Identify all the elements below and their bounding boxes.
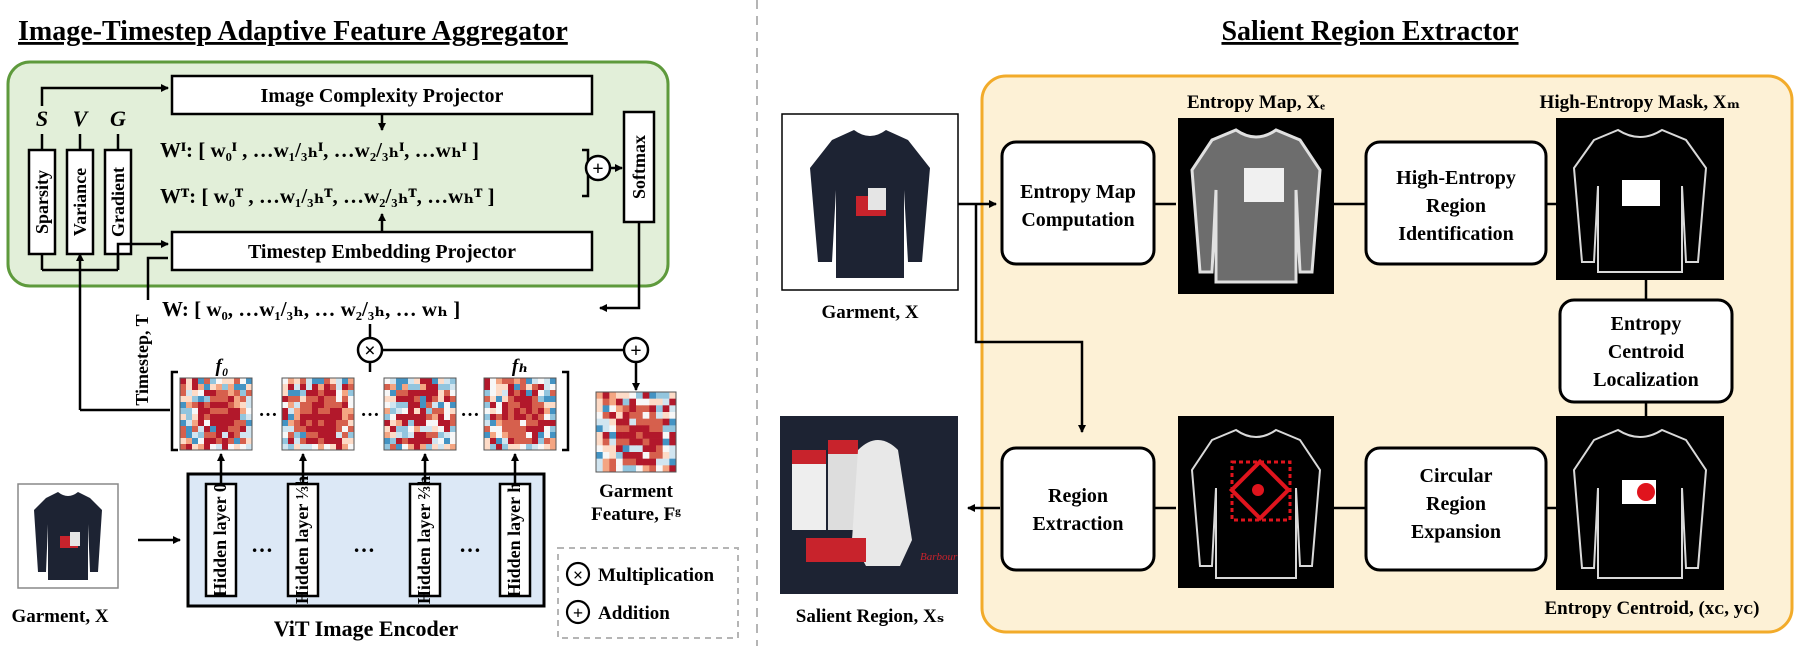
gradient-label: Gradient [108, 167, 128, 237]
svg-text:Identification: Identification [1398, 223, 1514, 245]
garment-feature-label-line2: Feature, Fᵍ [591, 504, 681, 525]
weights-image-row: Wᴵ: [ w₀ᴵ , …w₁/₃ₕᴵ, …w₂/₃ₕᴵ, …wₕᴵ ] [160, 138, 479, 162]
encoder-dots-3: … [459, 532, 481, 557]
metric-v: V [73, 106, 90, 131]
right-title: Salient Region Extractor [1221, 16, 1518, 47]
metric-letters: S V G [36, 106, 126, 131]
svg-text:Region: Region [1048, 485, 1108, 507]
legend-box [557, 547, 739, 639]
salient-region-image: Barbour [780, 416, 958, 594]
step-region-extraction [1000, 446, 1156, 572]
sparsity-label: Sparsity [32, 170, 52, 234]
softmax-box [622, 110, 656, 224]
metric-s: S [36, 106, 48, 131]
fh-label: fₕ [512, 356, 528, 377]
extractor-connectors [958, 200, 1648, 512]
svg-text:High-Entropy: High-Entropy [1396, 167, 1516, 189]
svg-text:Region: Region [1426, 493, 1486, 515]
svg-text:Computation: Computation [1021, 209, 1134, 231]
timestep-embedding-projector-label: Timestep Embedding Projector [248, 241, 516, 263]
brand-logo: Barbour [920, 551, 958, 563]
legend-multiplication-label: Multiplication [598, 565, 715, 586]
timestep-label: Timestep, T [132, 314, 152, 405]
layer-to-feature-arrows [217, 453, 519, 484]
feature-heatmap [281, 377, 355, 451]
svg-text:Hidden layer 0: Hidden layer 0 [210, 483, 230, 597]
svg-text:Hidden layer h: Hidden layer h [504, 483, 524, 598]
svg-text:Circular: Circular [1420, 465, 1493, 487]
hidden-layer-1-3h [286, 482, 320, 598]
legend-multiplication-icon [565, 561, 591, 587]
left-title: Image-Timestep Adaptive Feature Aggregat… [18, 16, 568, 47]
garment-feature-heatmap [595, 391, 677, 473]
encoder-dots-1: … [251, 532, 273, 557]
aggregator-container [6, 60, 670, 288]
svg-text:Centroid: Centroid [1608, 341, 1684, 363]
entropy-map-image [1178, 118, 1334, 294]
feature-dots-3: … [461, 400, 480, 421]
mask-label: High-Entropy Mask, Xₘ [1540, 92, 1741, 113]
softmax-output-arrow [599, 222, 641, 312]
metric-connectors [40, 84, 170, 412]
metric-boxes: Sparsity Variance Gradient [27, 148, 133, 256]
svg-text:+: + [573, 603, 583, 623]
step-centroid-localization [1558, 298, 1734, 404]
centroid-image [1556, 416, 1724, 590]
salient-region-label: Salient Region, Xₛ [796, 606, 944, 627]
hidden-layer-2-3h [408, 482, 442, 598]
svg-text:Region: Region [1426, 195, 1486, 217]
encoder-label: ViT Image Encoder [274, 616, 459, 641]
expansion-image [1178, 416, 1334, 588]
feature-heatmap [179, 377, 253, 451]
step-high-entropy-identification [1364, 140, 1548, 266]
high-entropy-mask-image [1556, 118, 1724, 280]
feature-bracket [170, 370, 570, 452]
legend-addition-icon [565, 599, 591, 625]
svg-text:Hidden layer ⅓h: Hidden layer ⅓h [292, 476, 312, 604]
softmax-label: Softmax [629, 135, 649, 199]
step-entropy-map-computation [1000, 140, 1156, 266]
feature-dots-2: … [361, 400, 380, 421]
image-complexity-projector-label: Image Complexity Projector [261, 85, 504, 107]
weights-timestep-row: Wᵀ: [ w₀ᵀ , …w₁/₃ₕᵀ, …w₂/₃ₕᵀ, …wₕᵀ ] [160, 184, 495, 208]
metric-g: G [110, 106, 126, 131]
extractor-garment-image [781, 113, 959, 291]
hidden-layers: Hidden layer 0 Hidden layer ⅓h Hidden la… [204, 476, 532, 604]
vit-encoder [186, 472, 546, 608]
weights-final-row: W: [ w₀, …w₁/₃ₕ, … w₂/₃ₕ, … wₕ ] [162, 297, 460, 321]
addition-symbol: + [592, 158, 603, 180]
legend-addition-label: Addition [598, 603, 670, 624]
garment-input-label: Garment, X [11, 606, 108, 627]
svg-text:Expansion: Expansion [1411, 521, 1501, 543]
svg-text:×: × [573, 565, 583, 585]
feature-heatmap [483, 377, 557, 451]
encoder-dots-2: … [353, 532, 375, 557]
timestep-embedding-projector [170, 230, 594, 272]
step-circular-expansion [1364, 446, 1548, 572]
variance-label: Variance [70, 168, 90, 236]
f0-label: f₀ [216, 356, 229, 377]
feature-heatmap [383, 377, 457, 451]
svg-text:Extraction: Extraction [1032, 513, 1123, 535]
svg-text:+: + [630, 340, 641, 362]
feature-dots-1: … [259, 400, 278, 421]
svg-text:Hidden layer ⅔h: Hidden layer ⅔h [414, 476, 434, 604]
multiplication-symbol: × [364, 340, 375, 362]
garment-input-image [17, 483, 119, 589]
entropy-map-label: Entropy Map, Xₑ [1187, 92, 1325, 113]
hidden-layer-h [498, 482, 532, 598]
extractor-garment-label: Garment, X [821, 302, 918, 323]
centroid-label: Entropy Centroid, (xᴄ, yᴄ) [1544, 598, 1759, 619]
svg-text:Entropy Map: Entropy Map [1020, 181, 1136, 203]
svg-text:Entropy: Entropy [1611, 313, 1682, 335]
feature-heatmaps [179, 377, 677, 473]
garment-feature-label-line1: Garment [599, 481, 674, 502]
svg-text:Localization: Localization [1593, 369, 1699, 391]
